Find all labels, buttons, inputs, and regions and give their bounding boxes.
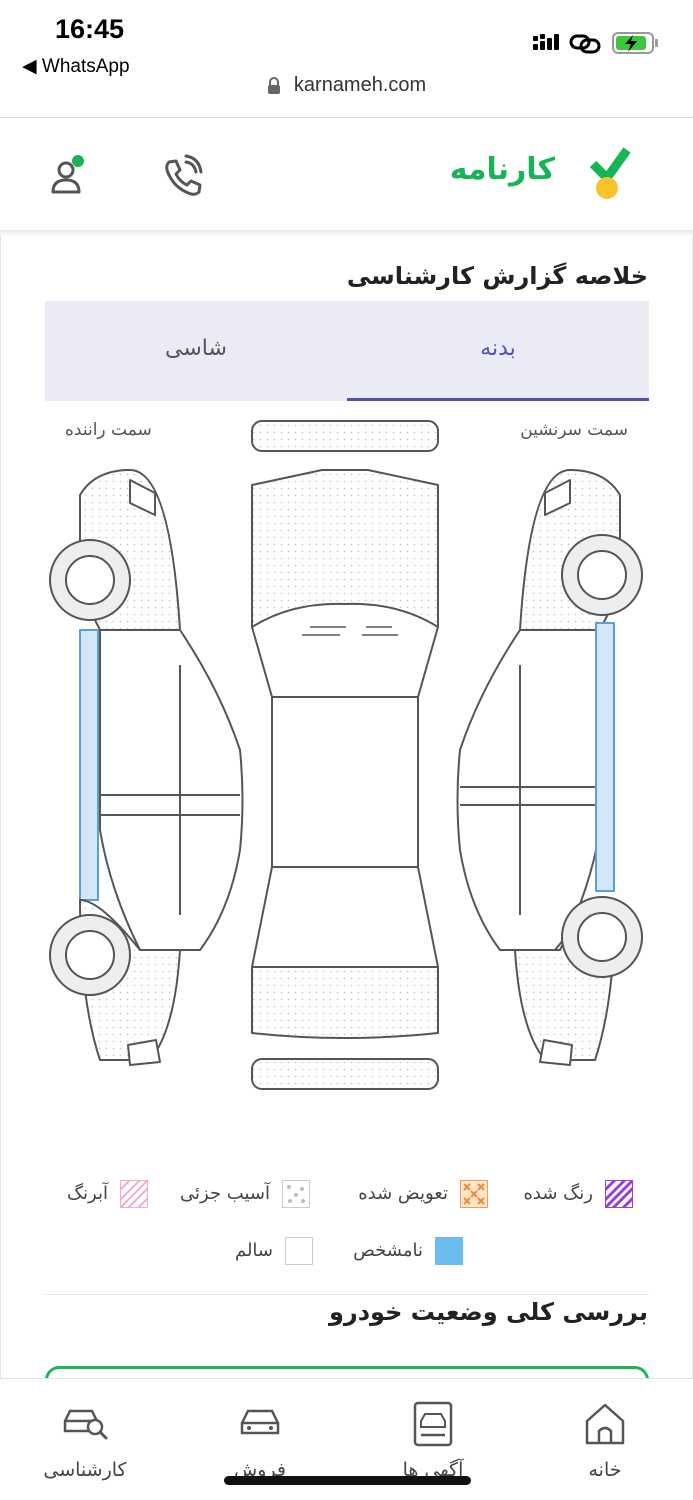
- windshield: [251, 602, 439, 698]
- legend-unknown-label: نامشخص: [353, 1240, 423, 1261]
- address-bar[interactable]: karnameh.com: [0, 74, 693, 118]
- overview-title: بررسی کلی وضعیت خودرو: [329, 1298, 648, 1326]
- nav-listings[interactable]: آگهی ها: [358, 1379, 508, 1500]
- active-tab-indicator: [347, 398, 649, 401]
- passenger-side-label: سمت سرنشین: [520, 420, 628, 440]
- unknown-swatch: [435, 1237, 463, 1265]
- replaced-swatch: [460, 1180, 488, 1208]
- legend-replaced: تعویض شده: [328, 1180, 488, 1210]
- car-front-icon: [240, 1409, 280, 1435]
- trunk: [251, 966, 439, 1039]
- legend-replaced-label: تعویض شده: [358, 1183, 448, 1204]
- lock-icon: [267, 76, 280, 94]
- phone-call-icon: [165, 154, 203, 196]
- status-icons: [533, 32, 658, 54]
- rear-window: [251, 866, 439, 968]
- car-body-diagram: [49, 420, 643, 1090]
- tab-chassis-label: شاسی: [165, 336, 227, 361]
- nav-inspection[interactable]: کارشناسی: [10, 1379, 160, 1500]
- rear-bumper: [251, 1058, 439, 1090]
- home-indicator: [224, 1476, 471, 1485]
- legend-painted-label: رنگ شده: [523, 1183, 594, 1204]
- abrang-swatch: [120, 1180, 148, 1208]
- signal-icon: [533, 34, 559, 50]
- healthy-swatch: [285, 1237, 313, 1265]
- driver-side-label: سمت راننده: [65, 420, 152, 440]
- hotspot-link-icon: [569, 34, 601, 54]
- tab-body[interactable]: بدنه: [347, 301, 649, 401]
- nav-listings-label: آگهی ها: [402, 1459, 464, 1481]
- header-shadow: [0, 230, 693, 236]
- legend-painted: رنگ شده: [503, 1180, 633, 1210]
- nav-inspection-label: کارشناسی: [43, 1459, 127, 1481]
- legend-minor-damage: آسیب جزئی: [170, 1180, 310, 1210]
- call-button[interactable]: [160, 154, 206, 198]
- logo-text: کارنامه: [449, 152, 555, 187]
- cabin-right: [456, 629, 601, 951]
- back-to-app-link[interactable]: ◀ WhatsApp: [22, 56, 130, 77]
- karnameh-logo[interactable]: کارنامه: [449, 146, 633, 204]
- tab-chassis[interactable]: شاسی: [45, 301, 347, 401]
- nav-home-label: خانه: [588, 1459, 622, 1481]
- car-passenger-side-view: [456, 469, 643, 1066]
- section-divider: [45, 1294, 649, 1295]
- site-header: کارنامه: [0, 118, 693, 233]
- car-listing-icon: [413, 1401, 453, 1447]
- check-badge-icon: [589, 147, 631, 199]
- car-driver-side-view: [49, 469, 244, 1066]
- divider: [0, 117, 693, 118]
- legend-healthy: سالم: [223, 1237, 313, 1267]
- url-text: karnameh.com: [293, 74, 427, 96]
- legend-unknown: نامشخص: [333, 1237, 463, 1267]
- report-summary-title: خلاصه گزارش کارشناسی: [346, 262, 648, 290]
- home-icon: [585, 1403, 625, 1445]
- nav-sell[interactable]: فروش: [185, 1379, 335, 1500]
- status-bar: 16:45 ◀ WhatsApp: [0, 0, 693, 77]
- painted-swatch: [605, 1180, 633, 1208]
- legend-healthy-label: سالم: [234, 1240, 273, 1261]
- car-top-view: [251, 420, 439, 1090]
- cabin-left: [99, 629, 244, 951]
- legend-abrang-label: آبرنگ: [66, 1183, 108, 1204]
- profile-button[interactable]: [48, 154, 88, 198]
- roof: [271, 696, 419, 868]
- car-search-icon: [63, 1409, 108, 1440]
- clock: 16:45: [55, 14, 125, 44]
- minor-damage-swatch: [282, 1180, 310, 1208]
- nav-sell-label: فروش: [234, 1459, 286, 1481]
- profile-icon: [51, 155, 84, 194]
- unknown-panel-left: [79, 629, 99, 901]
- nav-home[interactable]: خانه: [530, 1379, 680, 1500]
- front-bumper: [251, 420, 439, 452]
- unknown-panel-right: [595, 622, 615, 892]
- tab-body-label: بدنه: [480, 336, 516, 361]
- report-tabs: بدنه شاسی: [45, 301, 649, 401]
- legend-abrang: آبرنگ: [58, 1180, 148, 1210]
- battery-charging-icon: [612, 32, 658, 54]
- legend-minor-damage-label: آسیب جزئی: [180, 1183, 270, 1204]
